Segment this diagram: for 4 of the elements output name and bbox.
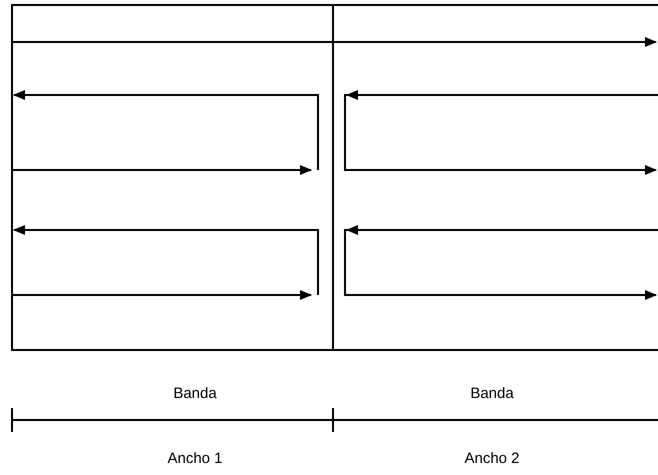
band-label: Banda [173,385,217,402]
width-label: Ancho 2 [464,450,520,467]
band-label: Banda [470,385,514,402]
width-label: Ancho 1 [167,450,223,467]
